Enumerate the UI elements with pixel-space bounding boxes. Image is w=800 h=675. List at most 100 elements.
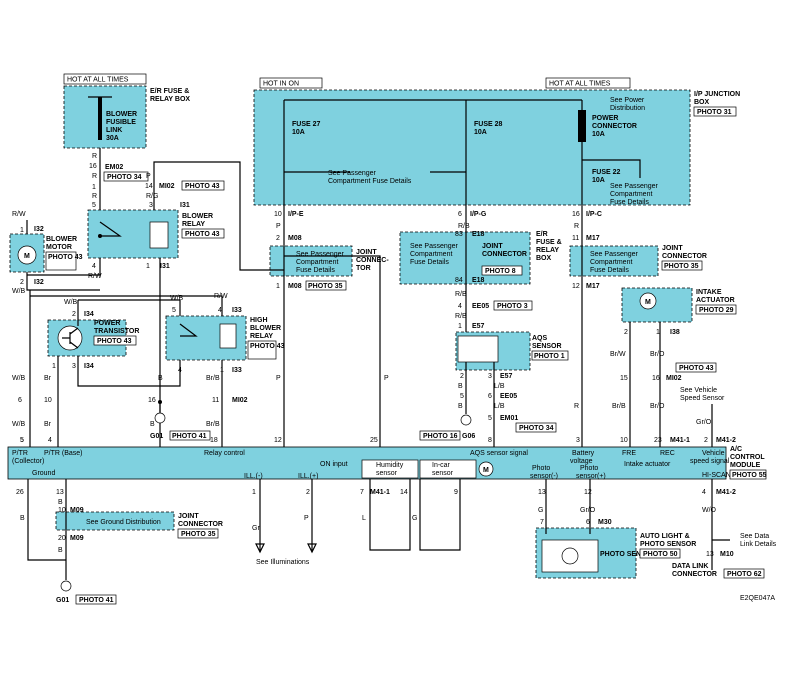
diagram-label: M08: [288, 283, 302, 290]
diagram-label: R: [92, 153, 97, 160]
diagram-label: M41-1: [670, 437, 690, 444]
wire: [77, 356, 160, 387]
diagram-label: Vehicle: [702, 450, 725, 457]
diagram-label: M17: [586, 235, 600, 242]
diagram-label: P: [146, 173, 151, 180]
diagram-label: W/B: [12, 288, 26, 295]
diagram-label: P: [304, 515, 309, 522]
diagram-label: BLOWER: [182, 213, 213, 220]
diagram-label: speed signal: [690, 458, 730, 465]
diagram-label: 14: [145, 183, 153, 190]
diagram-label: Compartment Fuse Details: [328, 178, 412, 185]
er-fuse-box-title2: RELAY BOX: [150, 96, 190, 103]
diagram-label: PHOTO 62: [727, 571, 762, 578]
diagram-label: PHOTO 43: [48, 254, 83, 261]
diagram-label: SENSOR: [532, 343, 562, 350]
diagram-label: TRANSISTOR: [94, 328, 139, 335]
diagram-label: voltage: [570, 458, 593, 465]
diagram-label: R/B: [455, 313, 467, 320]
diagram-label: 11: [212, 397, 219, 404]
diagram-label: E57: [500, 373, 513, 380]
diagram-label: RELAY: [536, 247, 559, 254]
diagram-label: INTAKE: [696, 289, 722, 296]
wire: [62, 327, 79, 349]
diagram-label: See Data: [740, 533, 769, 540]
diagram-label: PHOTO 50: [643, 551, 678, 558]
diagram-label: HIGH: [250, 317, 268, 324]
diagram-label: E18: [472, 277, 485, 284]
diagram-label: E18: [472, 231, 485, 238]
diagram-label: MI02: [666, 375, 682, 382]
diagram-label: W/B: [12, 375, 26, 382]
hot-label-ign-text: HOT IN ON: [263, 81, 299, 88]
wire: [582, 159, 641, 178]
diagram-label: Fuse Details: [590, 267, 629, 274]
diagram-element: [75, 594, 117, 605]
diagram-label: I38: [670, 329, 680, 336]
diagram-element: [639, 548, 681, 559]
diagram-label: PHOTO 35: [664, 263, 699, 270]
diagram-element: [729, 469, 767, 480]
diagram-label: 3: [72, 363, 76, 370]
diagram-label: AQS: [532, 335, 548, 342]
diagram-label: Ground: [32, 470, 55, 477]
diagram-label: MI02: [232, 397, 248, 404]
diagram-label: sensor: [376, 470, 398, 477]
diagram-label: 5: [20, 437, 24, 444]
diagram-element: [103, 171, 149, 182]
diagram-label: I32: [34, 279, 44, 286]
diagram-label: 20: [58, 535, 66, 542]
diagram-label: PHOTO 8: [485, 268, 516, 275]
diagram-label: Br: [44, 375, 52, 382]
joint-connector-m09-block: [55, 511, 175, 531]
diagram-label: M: [645, 299, 651, 306]
diagram-label: Link Details: [740, 541, 777, 548]
diagram-label: 16: [148, 397, 156, 404]
diagram-element: [181, 228, 225, 239]
diagram-label: I33: [232, 307, 242, 314]
diagram-label: See Power: [610, 97, 645, 104]
diagram-label: G01: [150, 433, 163, 440]
diagram-label: PHOTO 41: [79, 597, 114, 604]
intake-motor-symbol: [639, 292, 657, 310]
diagram-label: See Ground Distribution: [86, 519, 161, 526]
diagram-label: I31: [180, 202, 190, 209]
diagram-label: 4: [218, 307, 222, 314]
hb-relay-coil: [219, 323, 237, 349]
diagram-label: G06: [462, 433, 475, 440]
diagram-label: MI02: [159, 183, 175, 190]
diagram-label: JOINT: [482, 243, 503, 250]
diagram-label: W/B: [170, 295, 184, 302]
diagram-label: M17: [586, 283, 600, 290]
diagram-label: I31: [160, 263, 170, 270]
diagram-label: P: [276, 223, 281, 230]
diagram-label: PHOTO 31: [697, 109, 732, 116]
diagram-label: DATA LINK: [672, 563, 708, 570]
diagram-label: CONNECTOR: [672, 571, 717, 578]
diagram-label: MOTOR: [46, 244, 72, 251]
diagram-label: G: [538, 507, 543, 514]
diagram-label: BLOWER: [250, 325, 281, 332]
diagram-label: B: [58, 547, 63, 554]
diagram-label: 4: [458, 303, 462, 310]
diagram-label: 10A: [592, 177, 605, 184]
diagram-element: [561, 547, 579, 565]
blower-motor-symbol: [17, 245, 37, 265]
diagram-label: See Passenger: [610, 183, 659, 190]
diagram-label: B: [20, 515, 25, 522]
diagram-label: POWER: [592, 115, 618, 122]
diagram-label: 6: [488, 393, 492, 400]
diagram-label: Intake actuator: [624, 461, 671, 468]
diagram-label: 1: [146, 263, 150, 270]
wire: [160, 360, 181, 387]
diagram-label: CONNECTOR: [178, 521, 223, 528]
wire: [255, 543, 265, 554]
diagram-label: R: [574, 223, 579, 230]
diagram-label: Speed Sensor: [680, 395, 725, 402]
diagram-label: PHOTO 35: [308, 283, 343, 290]
blower-relay-coil: [149, 221, 169, 249]
wire: [179, 323, 198, 337]
hot-label-ip-text: HOT AT ALL TIMES: [549, 81, 611, 88]
diagram-label: BLOWER: [46, 236, 77, 243]
diagram-label: PHOTO 41: [172, 433, 207, 440]
